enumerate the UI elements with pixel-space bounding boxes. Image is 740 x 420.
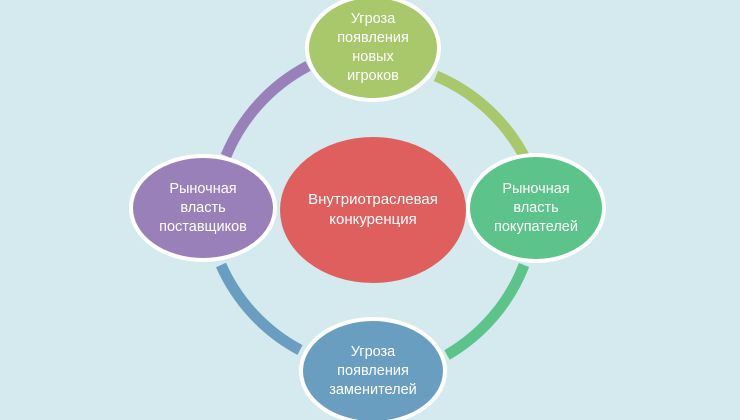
ring-arc-right-bottom — [444, 262, 530, 360]
ring-arc-top-right — [433, 70, 529, 159]
ring-arc-left-top — [220, 61, 311, 159]
center-circle — [280, 137, 466, 283]
node-top-circle — [305, 0, 441, 102]
ring-arc-bottom-left — [215, 262, 303, 355]
node-right-circle — [466, 153, 606, 263]
node-bottom-circle — [299, 317, 447, 420]
node-left-circle — [129, 154, 277, 262]
